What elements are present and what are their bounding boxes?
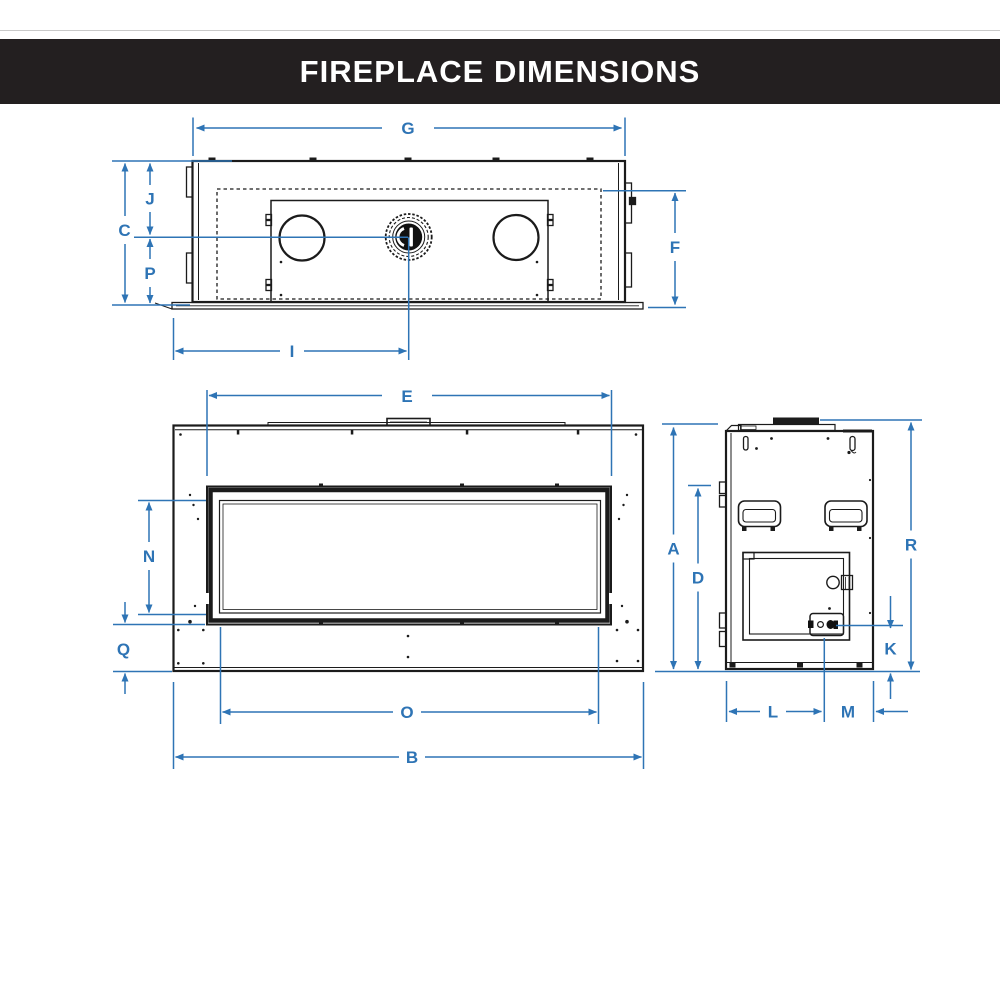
dim-label-q: Q <box>117 640 130 659</box>
top-standoffs <box>267 417 566 427</box>
title-bar: FIREPLACE DIMENSIONS <box>0 39 1000 104</box>
dim-label-a: A <box>667 540 679 559</box>
glass-pane <box>218 499 602 614</box>
side-view-body <box>724 429 875 671</box>
front-view <box>172 417 645 673</box>
burner-box-clips <box>265 213 554 292</box>
dimension-lines <box>112 117 922 769</box>
top-view <box>154 157 644 310</box>
handle-left <box>737 500 782 531</box>
page-title: FIREPLACE DIMENSIONS <box>299 53 701 89</box>
page-top-rule <box>0 30 1000 31</box>
top-slots <box>742 435 857 455</box>
top-edge-tabs <box>208 157 594 161</box>
side-brackets <box>185 166 637 288</box>
dim-label-g: G <box>401 119 414 138</box>
door-latch <box>840 574 854 591</box>
gas-control-box <box>808 607 845 637</box>
side-view <box>718 417 875 671</box>
dim-label-j: J <box>145 190 154 209</box>
access-door <box>742 551 854 641</box>
handle-right <box>824 500 868 531</box>
dim-label-i: I <box>290 342 295 361</box>
dim-label-o: O <box>400 703 413 722</box>
top-edge-ticks <box>236 430 580 435</box>
label-backgrounds <box>114 118 921 767</box>
dim-label-p: P <box>144 264 155 283</box>
door-knob <box>826 575 840 590</box>
dim-label-k: K <box>884 640 897 659</box>
dim-label-l: L <box>768 703 778 722</box>
bottom-rail <box>726 661 873 668</box>
glass-frame <box>206 483 612 626</box>
gas-valve-glyph <box>808 620 838 629</box>
dim-label-m: M <box>841 703 855 722</box>
dim-label-r: R <box>905 536 917 555</box>
dim-label-n: N <box>143 547 155 566</box>
right-opening-circle <box>492 213 540 262</box>
bottom-flange <box>154 301 644 310</box>
front-view-body <box>172 424 645 673</box>
dim-label-b: B <box>406 748 418 767</box>
dim-label-d: D <box>692 569 704 588</box>
burner-box <box>270 199 549 303</box>
screw-dots <box>279 260 539 297</box>
flue-cap <box>773 417 819 425</box>
front-screw-dots <box>177 433 640 665</box>
dimension-labels: G C J P F I E N Q A D O B R K L M <box>117 119 917 767</box>
edge-clips <box>718 481 727 648</box>
dim-label-e: E <box>401 387 412 406</box>
dim-label-f: F <box>670 238 680 257</box>
dim-label-c: C <box>118 221 130 240</box>
